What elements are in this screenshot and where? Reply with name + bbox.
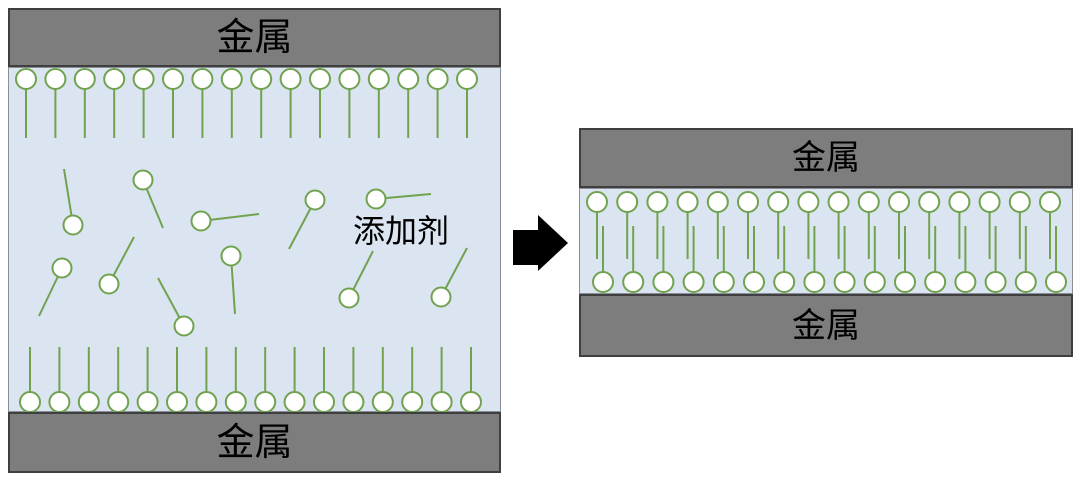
additive-molecule: [166, 347, 188, 413]
left-top-metal-label: 金属: [216, 16, 293, 59]
additive-molecule: [73, 68, 96, 138]
left-bottom-metal-label: 金属: [216, 421, 293, 464]
additive-molecule: [676, 191, 699, 259]
additive-molecule: [888, 191, 910, 259]
additive-molecule: [132, 169, 164, 229]
additive-molecule: [894, 226, 916, 293]
additive-molecule: [288, 189, 326, 250]
additive-molecule: [743, 226, 765, 293]
left-top-metal-bar: 金属: [8, 8, 501, 67]
additive-molecule: [38, 257, 73, 317]
additive-molecule: [44, 68, 67, 138]
additive-molecule: [430, 347, 453, 413]
additive-molecule: [954, 226, 977, 293]
additive-molecule: [1039, 191, 1061, 259]
additive-molecule: [283, 347, 306, 413]
additive-molecule: [948, 191, 971, 259]
additive-molecule: [1008, 191, 1031, 259]
additive-molecule: [77, 347, 100, 413]
additive-molecule: [857, 191, 880, 259]
additive-molecule: [397, 68, 420, 138]
additive-molecule: [682, 226, 705, 293]
additive-molecule: [767, 191, 790, 259]
additive-molecule: [279, 68, 302, 138]
additive-molecule: [622, 226, 645, 293]
additive-molecule: [220, 245, 242, 315]
additive-molecule: [430, 247, 468, 308]
additive-molecule: [616, 191, 639, 259]
additive-molecule: [924, 226, 947, 293]
right-top-metal-bar: 金属: [579, 128, 1073, 188]
additive-molecule: [371, 347, 394, 413]
additive-molecule: [15, 68, 37, 138]
additive-label: 添加剂: [352, 213, 449, 249]
additive-molecule: [254, 347, 277, 413]
left-fluid-region: 添加剂: [8, 67, 501, 413]
additive-molecule: [157, 277, 195, 337]
additive-molecule: [863, 226, 886, 293]
additive-molecule: [103, 68, 126, 138]
right-bottom-metal-bar: 金属: [579, 294, 1073, 357]
additive-molecule: [367, 68, 390, 138]
additive-molecule: [62, 168, 84, 236]
additive-molecule: [309, 68, 331, 138]
additive-molecule: [1014, 226, 1037, 293]
additive-molecule: [250, 68, 273, 138]
additive-molecule: [220, 68, 243, 138]
additive-molecule: [191, 68, 214, 138]
additive-molecule: [803, 226, 826, 293]
additive-molecule: [827, 191, 850, 259]
additive-molecule: [1045, 226, 1067, 293]
additive-molecule: [190, 210, 260, 232]
additive-molecule: [98, 236, 135, 295]
additive-molecule: [460, 347, 482, 413]
additive-molecule: [107, 347, 130, 413]
additive-molecule: [918, 191, 941, 259]
additive-molecule: [586, 191, 608, 259]
additive-molecule: [365, 188, 432, 210]
right-fluid-region: [579, 188, 1073, 294]
additive-molecule: [132, 68, 155, 138]
additive-molecule: [338, 250, 374, 309]
additive-molecule: [401, 347, 424, 413]
left-bottom-metal-bar: 金属: [8, 412, 501, 473]
additive-molecule: [592, 226, 614, 293]
right-panel: 金属 金属: [579, 128, 1073, 357]
right-arrow-icon: [513, 215, 568, 271]
additive-molecule: [456, 68, 478, 138]
additive-molecule: [313, 347, 335, 413]
additive-molecule: [48, 347, 71, 413]
additive-molecule: [342, 347, 365, 413]
additive-molecule: [195, 347, 218, 413]
additive-molecule: [136, 347, 159, 413]
additive-molecule: [797, 191, 820, 259]
right-bottom-metal-label: 金属: [792, 306, 860, 345]
additive-molecule: [984, 226, 1007, 293]
additive-molecule: [162, 68, 184, 138]
additive-molecule: [737, 191, 759, 259]
additive-molecule: [224, 347, 247, 413]
additive-molecule: [712, 226, 735, 293]
additive-molecule: [978, 191, 1001, 259]
additive-molecule: [706, 191, 729, 259]
left-panel: 金属 添加剂 金属: [8, 8, 501, 473]
additive-molecule: [19, 347, 41, 413]
additive-molecule: [426, 68, 449, 138]
additive-molecule: [773, 226, 796, 293]
additive-molecule: [652, 226, 675, 293]
left-molecules-layer: [15, 68, 482, 413]
right-top-metal-label: 金属: [792, 139, 860, 177]
additive-molecule: [338, 68, 361, 138]
additive-molecule: [833, 226, 856, 293]
right-molecules-layer: [586, 191, 1067, 293]
additive-molecule: [646, 191, 669, 259]
